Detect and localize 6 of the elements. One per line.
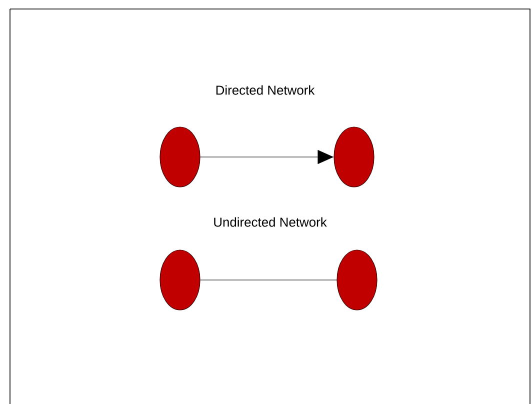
heading: Directed Network	[216, 85, 315, 95]
node-ellipse	[336, 250, 378, 310]
node-ellipse	[334, 126, 374, 188]
heading: Undirected Network	[214, 217, 327, 227]
node-ellipse	[160, 250, 200, 310]
node-ellipse	[160, 126, 200, 188]
